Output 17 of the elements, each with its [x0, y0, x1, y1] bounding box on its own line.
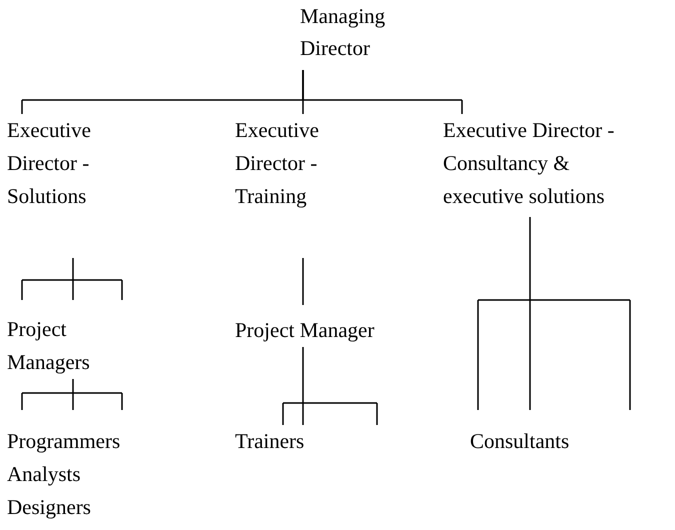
position-title: Analysts — [7, 461, 82, 488]
position-title: Executive Director - Consultancy & executive solutions — [443, 117, 616, 210]
connector-line — [302, 258, 304, 305]
position-title: Executive Director - Training — [235, 117, 320, 210]
position-title: Executive Director - Solutions — [7, 117, 92, 210]
position-title: Trainers — [235, 428, 306, 455]
connector-line — [21, 257, 123, 301]
position-title: Programmers — [7, 428, 122, 455]
position-title: Designers — [7, 494, 92, 521]
connector-line — [21, 378, 123, 411]
position-title: Project Managers — [7, 316, 91, 376]
position-title: Project Manager — [235, 317, 376, 344]
position-title: Consultants — [470, 428, 570, 455]
connector-line — [302, 69, 463, 115]
connector-line — [477, 216, 631, 411]
position-title: Managing Director — [300, 3, 386, 62]
connector-line — [282, 346, 378, 426]
